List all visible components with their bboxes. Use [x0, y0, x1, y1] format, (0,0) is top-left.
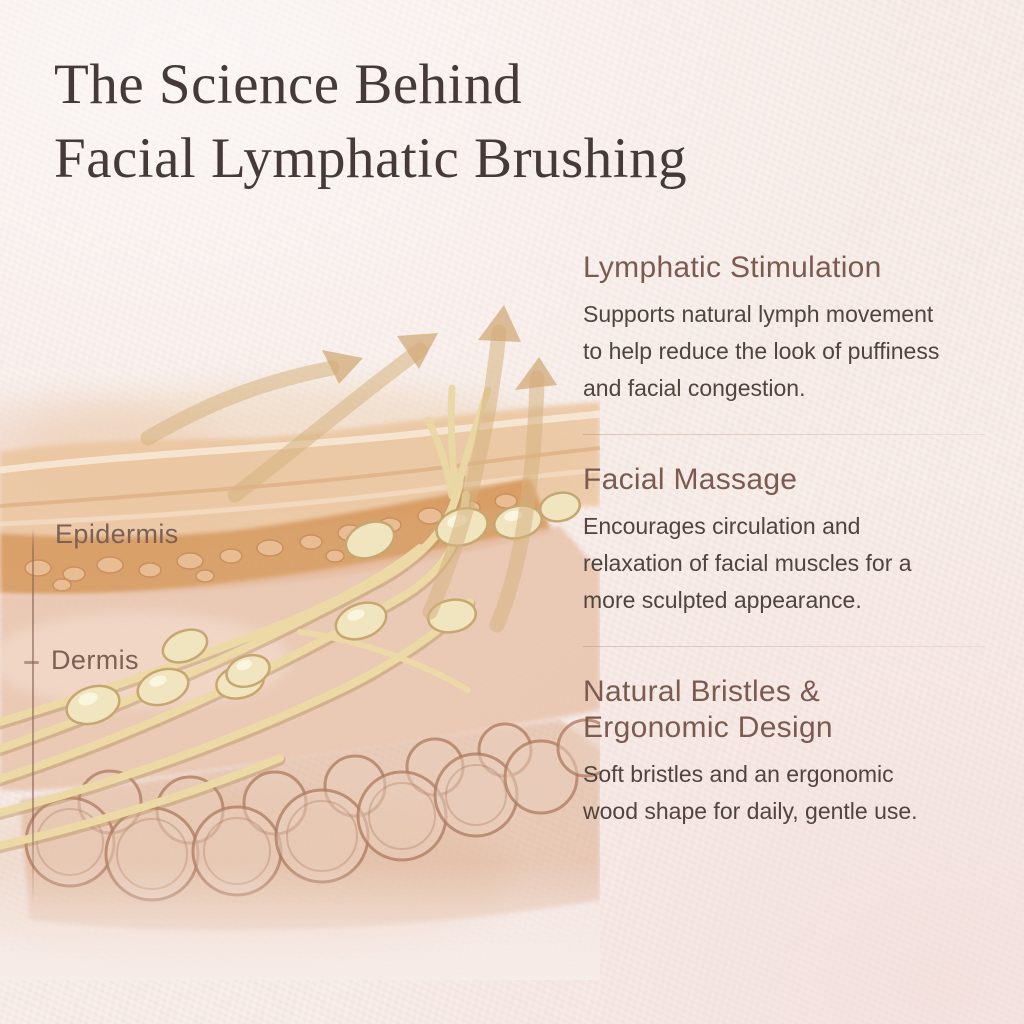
page-title-line1: The Science Behind	[54, 53, 523, 116]
info-section: Lymphatic Stimulation Supports natural l…	[583, 250, 985, 407]
stratum-layer	[0, 478, 552, 596]
dermis-label: Dermis	[51, 645, 139, 675]
lymph-nodes	[65, 491, 582, 726]
section-body: Supports natural lymph movement to help …	[583, 301, 940, 402]
section-heading: Lymphatic Stimulation	[583, 251, 882, 284]
section-body: Soft bristles and an ergonomic wood shap…	[583, 761, 918, 825]
benefits-column: Lymphatic Stimulation Supports natural l…	[583, 250, 985, 830]
section-divider	[583, 434, 985, 436]
lymph-flow-arrows-icon	[140, 305, 557, 633]
dermis-tick-mark	[24, 661, 39, 664]
section-heading: Facial Massage	[583, 463, 798, 497]
section-body: Encourages circulation and relaxation of…	[583, 513, 912, 614]
info-section: Natural Bristles & Ergonomic Design Soft…	[583, 674, 985, 830]
epidermis-label: Epidermis	[55, 519, 179, 549]
layer-measure-line	[32, 528, 34, 903]
section-divider	[583, 646, 985, 648]
section-heading: Natural Bristles & Ergonomic Design	[583, 675, 833, 745]
skin-cross-section-illustration	[0, 305, 600, 980]
info-section: Facial Massage Encourages circulation an…	[583, 462, 985, 619]
page-title-line2: Facial Lymphatic Brushing	[54, 126, 688, 190]
page-title: The Science Behind Facial Lymphatic Brus…	[54, 48, 687, 195]
